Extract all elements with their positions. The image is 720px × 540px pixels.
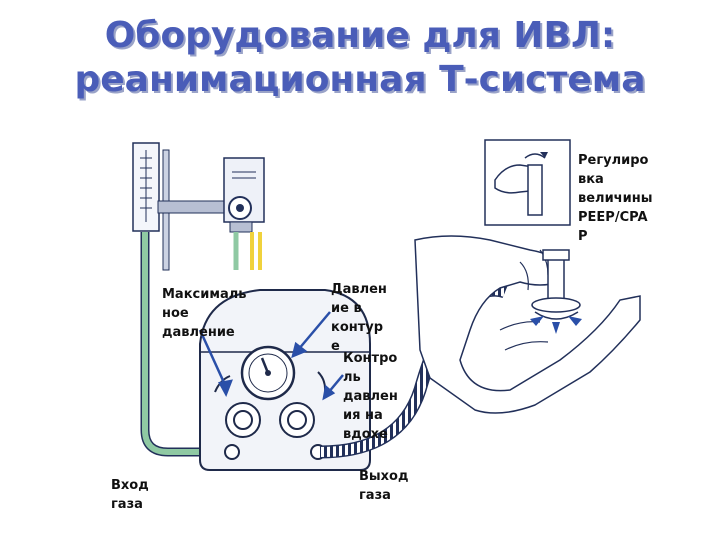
- label-peep: Регулиро вка величины PEEP/CPA P: [578, 153, 653, 244]
- callout-arrows: [198, 311, 344, 401]
- gas-regulator: [223, 157, 265, 233]
- mounting-rail: [157, 200, 229, 214]
- label-max-pressure: Максималь ное давление: [162, 287, 247, 340]
- title-line-1: Оборудование для ИВЛ:: [104, 15, 616, 56]
- page-title: Оборудование для ИВЛ: реанимационная Т-с…: [0, 14, 720, 102]
- label-insp-pressure: Контро ль давлен ия на вдохе: [343, 351, 398, 442]
- label-gas-out: Выход газа: [359, 469, 409, 503]
- peep-inset: [484, 139, 571, 226]
- label-gas-in: Вход газа: [111, 478, 149, 512]
- gas-inlet-port: [224, 444, 240, 460]
- t-piece-connector: [530, 249, 582, 334]
- gloved-hands: [414, 235, 641, 414]
- title-line-2: реанимационная Т-система: [74, 59, 646, 100]
- label-circuit-pressure: Давлен ие в контур е: [331, 282, 387, 354]
